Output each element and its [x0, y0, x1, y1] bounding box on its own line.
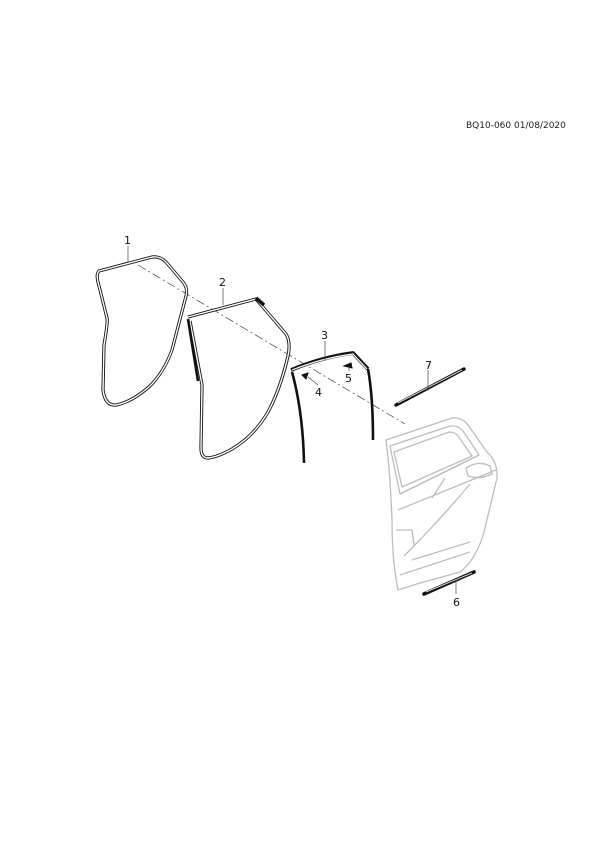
- part-4-clip: [301, 372, 309, 380]
- callout-3: 3: [321, 329, 328, 342]
- part-2-door-frame-seal: [186, 296, 291, 460]
- part-6-lower-moulding: [422, 570, 476, 596]
- part-1-window-seal: [95, 255, 189, 407]
- callout-4: 4: [315, 386, 322, 399]
- part-5-clip: [342, 362, 353, 369]
- rear-door-reference: [385, 417, 498, 591]
- callout-6: 6: [453, 596, 460, 609]
- callout-7: 7: [425, 359, 432, 372]
- callout-leaders: [127, 246, 457, 594]
- callout-2: 2: [219, 276, 226, 289]
- diagram-reference-code: BQ10-060 01/08/2020: [466, 121, 566, 131]
- callout-1: 1: [124, 234, 131, 247]
- assembly-axis-line: [137, 264, 406, 425]
- part-7-belt-moulding: [394, 367, 466, 407]
- part-3-glass-run-channel: [290, 351, 375, 464]
- callout-5: 5: [345, 372, 352, 385]
